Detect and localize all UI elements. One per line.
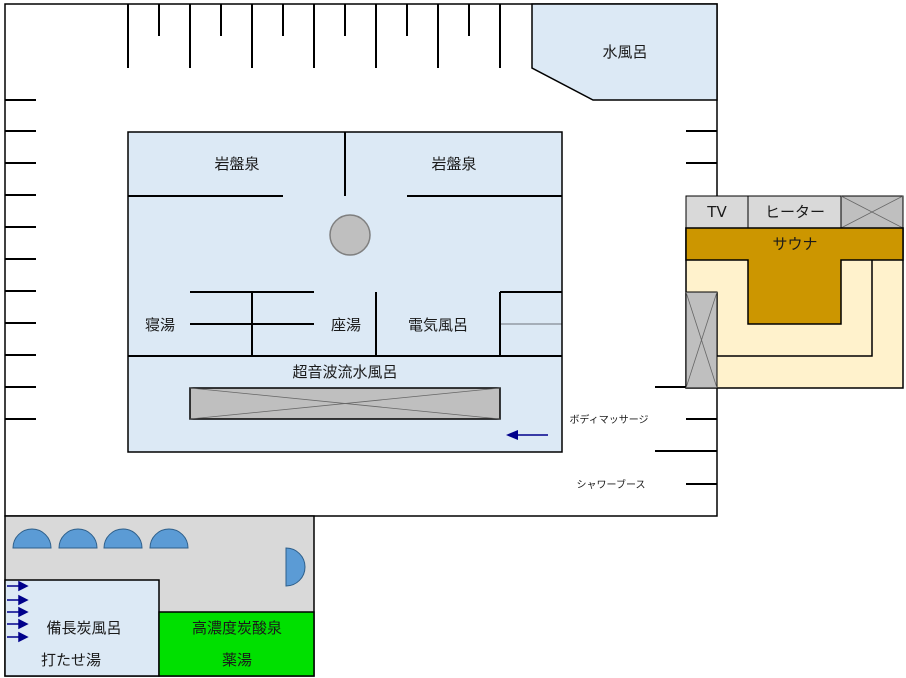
tv-box [685, 195, 749, 229]
ultrasonic-bath-label: 超音波流水風呂 [292, 363, 397, 381]
chair-icon [12, 528, 52, 549]
sauna-label: サウナ [772, 235, 817, 253]
central-partitions [128, 132, 562, 357]
heater-box [747, 195, 842, 229]
sauna-bench [685, 227, 904, 325]
bedrock-right-label: 岩盤泉 [431, 155, 476, 173]
waterfall-arrows [7, 580, 29, 643]
charcoal-bath-area [4, 579, 160, 677]
chair-icon [58, 528, 98, 549]
right-wash-stations [655, 130, 717, 485]
body-massage-label: ボディマッサージ [569, 413, 648, 426]
annex-chairs [12, 528, 306, 587]
chair-icon [149, 528, 189, 549]
flow-arrow-icon [506, 430, 548, 440]
sauna-room: TV ヒーター サウナ [685, 195, 904, 389]
waterfall-bath-label: 打たせ湯 [41, 651, 101, 669]
carbonated-spring-area [158, 611, 315, 677]
chair-icon [285, 547, 306, 587]
lying-bath-label: 寝湯 [145, 316, 175, 334]
bedrock-left-label: 岩盤泉 [214, 155, 259, 173]
heater-label: ヒーター [765, 203, 825, 221]
rock-feature-icon [329, 214, 371, 256]
top-wash-stations [127, 4, 501, 68]
sauna-door-icon [685, 291, 718, 389]
heater-unit-icon [840, 195, 904, 229]
chair-icon [103, 528, 143, 549]
ultrasonic-jet-unit [189, 387, 501, 420]
herbal-bath-label: 薬湯 [222, 651, 252, 669]
charcoal-bath-label: 備長炭風呂 [46, 619, 121, 637]
left-wash-stations [5, 99, 36, 420]
shower-booth-label: シャワーブース [577, 478, 646, 491]
tv-label: TV [706, 203, 727, 221]
cold-bath-area [531, 3, 718, 101]
electric-bath-label: 電気風呂 [408, 316, 468, 334]
cold-bath-label: 水風呂 [602, 43, 647, 61]
seated-bath-label: 座湯 [331, 316, 361, 334]
carbonated-spring-label: 高濃度炭酸泉 [192, 619, 282, 637]
